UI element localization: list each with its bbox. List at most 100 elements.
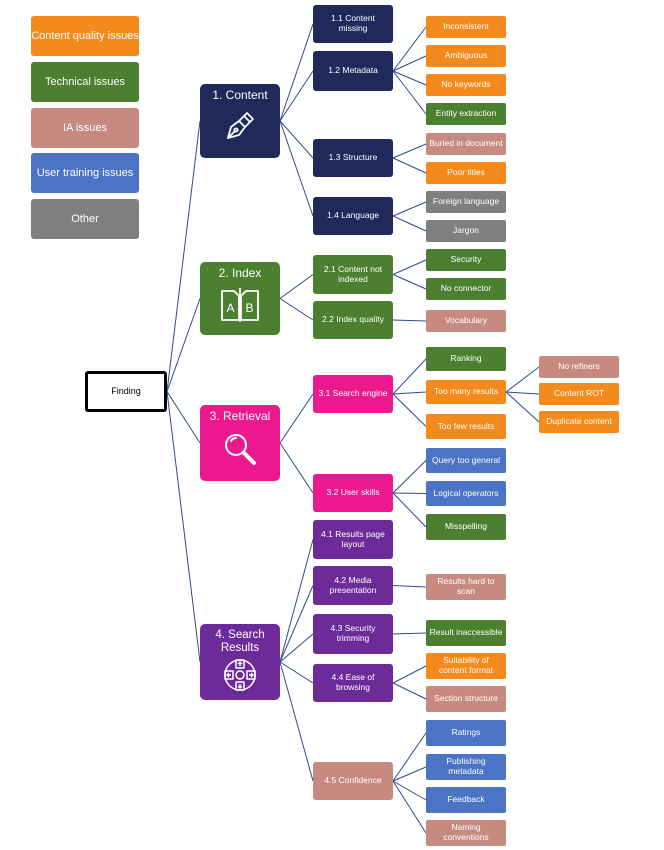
leaf-logical-operators: Logical operators [426, 481, 506, 506]
subnode-label: 4.2 Media presentation [329, 574, 377, 595]
subnode-search-engine: 3.1 Search engine [313, 375, 393, 413]
leaf-content-rot: Content ROT [539, 383, 619, 405]
leaf-label: Security [450, 254, 482, 265]
connector-subnode-metadata-to-leaf-inconsistent [392, 26, 427, 72]
connector-root-node-to-category-content [166, 120, 201, 392]
leaf-no-refiners: No refiners [539, 356, 619, 378]
leaf-poor-titles: Poor titles [426, 162, 506, 184]
subnode-results-page-layout: 4.1 Results page layout [313, 520, 393, 559]
legend-technical-label: Technical issues [44, 75, 126, 88]
leaf-label: Feedback [447, 794, 485, 805]
leaf-publishing-metadata: Publishing metadata [426, 754, 506, 780]
leaf-duplicate-content: Duplicate content [539, 411, 619, 433]
leaf-inconsistent: Inconsistent [426, 16, 506, 38]
leaf-label: Ratings [451, 727, 481, 738]
connector-category-search-results-to-subnode-confidence [279, 661, 314, 782]
leaf-section-structure: Section structure [426, 686, 506, 712]
leaf-security: Security [426, 249, 506, 271]
category-retrieval: 3. Retrieval [200, 405, 280, 481]
category-search-results: 4. Search Results [200, 624, 280, 700]
subnode-label: 3.1 Search engine [318, 388, 388, 399]
subnode-confidence: 4.5 Confidence [313, 762, 393, 800]
leaf-label: Naming conventions [443, 822, 489, 842]
fountain-pen-icon [227, 111, 254, 139]
leaf-label: Inconsistent [443, 21, 489, 32]
legend-other: Other [31, 199, 139, 239]
leaf-no-connector: No connector [426, 278, 506, 300]
connector-subnode-search-engine-to-leaf-too-few-results [392, 393, 427, 427]
connector-subnode-metadata-to-leaf-ambiguous [392, 55, 427, 72]
legend-user-training-label: User training issues [36, 166, 134, 179]
leaf-label: Suitability of content format [438, 655, 494, 675]
subnode-label: 1.2 Metadata [328, 65, 378, 76]
subnode-label: 3.2 User skills [326, 487, 380, 498]
connector-category-index-to-subnode-content-not-indexed [279, 274, 314, 299]
legend-ia: IA issues [31, 108, 139, 148]
connector-category-search-results-to-subnode-security-trimming [279, 633, 314, 663]
connector-root-node-to-category-retrieval [166, 391, 201, 444]
navigation-arrows-icon [224, 659, 256, 692]
leaf-label: Jargon [453, 225, 479, 236]
leaf-label: Entity extraction [435, 108, 497, 119]
leaf-misspelling: Misspelling [426, 514, 506, 540]
ab-book-icon: A B [221, 287, 259, 322]
connector-subnode-confidence-to-leaf-naming-conventions [392, 780, 427, 834]
connector-category-content-to-subnode-metadata [279, 70, 314, 122]
leaf-label: Section structure [434, 693, 498, 704]
connector-category-retrieval-to-subnode-search-engine [279, 393, 314, 444]
connector-category-search-results-to-subnode-results-page-layout [279, 539, 314, 663]
connector-subnode-confidence-to-leaf-publishing-metadata [392, 766, 427, 782]
subnode-label: 4.4 Ease of browsing [331, 672, 375, 692]
subnode-security-trimming: 4.3 Security trimming [313, 614, 393, 654]
leaf-label: Results hard to scan [437, 576, 495, 596]
leaf-foreign-language: Foreign language [426, 191, 506, 213]
category-index: 2. Index A B [200, 262, 280, 335]
connector-subnode-content-not-indexed-to-leaf-no-connector [392, 274, 427, 290]
leaf-label: Logical operators [433, 487, 499, 498]
leaf-label: Publishing metadata [446, 756, 486, 776]
ab-letter-a: A [226, 301, 234, 315]
connector-category-content-to-subnode-content-missing [279, 23, 314, 122]
connector-subnode-ease-of-browsing-to-leaf-suitability-of-content-format [392, 665, 427, 684]
connector-category-retrieval-to-subnode-user-skills [279, 442, 314, 494]
legend-content-quality: Content quality issues [31, 16, 139, 56]
subnode-label: 2.1 Content not indexed [323, 263, 383, 284]
leaf-ratings: Ratings [426, 720, 506, 746]
legend-other-label: Other [71, 212, 99, 225]
leaf-label: Foreign language [432, 196, 500, 207]
leaf-label: Poor titles [447, 167, 485, 178]
leaf-entity-extraction: Entity extraction [426, 103, 506, 125]
category-content: 1. Content [200, 84, 280, 158]
leaf-label: Ambiguous [444, 50, 488, 61]
subnode-language: 1.4 Language [313, 197, 393, 235]
connector-subnode-index-quality-to-leaf-vocabulary [392, 319, 427, 322]
leaf-too-few-results: Too few results [426, 414, 506, 439]
subnode-label: 1.4 Language [327, 210, 379, 221]
connector-subnode-structure-to-leaf-buried-in-document [392, 143, 427, 159]
subnode-label: 2.2 Index quality [322, 314, 384, 325]
leaf-vocabulary: Vocabulary [426, 310, 506, 332]
leaf-label: Content ROT [553, 388, 605, 399]
connector-subnode-ease-of-browsing-to-leaf-section-structure [392, 682, 427, 700]
connector-leaf-too-many-results-to-leaf-content-rot [505, 391, 540, 395]
connector-subnode-security-trimming-to-leaf-result-inaccessible [392, 632, 427, 635]
connector-subnode-metadata-to-leaf-entity-extraction [392, 70, 427, 115]
leaf-result-inaccessible: Result inaccessible [426, 620, 506, 646]
connector-subnode-language-to-leaf-foreign-language [392, 201, 427, 217]
leaf-ranking: Ranking [426, 347, 506, 371]
connector-subnode-metadata-to-leaf-no-keywords [392, 70, 427, 86]
connector-subnode-user-skills-to-leaf-misspelling [392, 492, 427, 528]
connector-category-search-results-to-subnode-ease-of-browsing [279, 661, 314, 684]
connector-subnode-confidence-to-leaf-ratings [392, 732, 427, 782]
subnode-ease-of-browsing: 4.4 Ease of browsing [313, 664, 393, 702]
leaf-too-many-results: Too many results [426, 380, 506, 404]
connector-category-search-results-to-subnode-media-presentation [279, 585, 314, 663]
subnode-metadata: 1.2 Metadata [313, 51, 393, 91]
leaf-suitability-of-content-format: Suitability of content format [426, 653, 506, 679]
subnode-label: 4.1 Results page layout [321, 528, 385, 549]
connector-leaf-too-many-results-to-leaf-duplicate-content [505, 391, 540, 423]
subnode-label: 1.1 Content missing [331, 13, 375, 33]
connector-subnode-search-engine-to-leaf-ranking [392, 358, 427, 395]
connector-subnode-structure-to-leaf-poor-titles [392, 157, 427, 174]
